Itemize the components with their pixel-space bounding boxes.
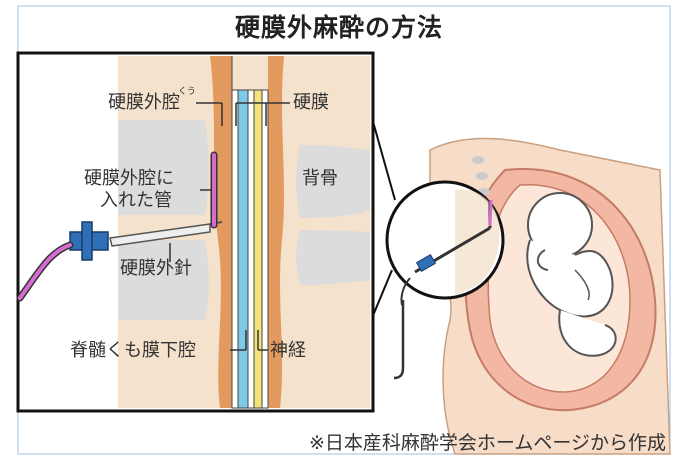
zoom-connector-top <box>371 117 396 201</box>
fetus <box>526 192 617 357</box>
epidural-needle <box>69 221 223 261</box>
label-catheter-line2: 入れた管 <box>100 190 172 211</box>
diagram-title: 硬膜外麻酔の方法 <box>234 13 443 42</box>
label-spine: 背骨 <box>302 168 338 189</box>
pregnant-body <box>429 137 671 455</box>
detail-box <box>16 51 375 413</box>
label-nerve: 神経 <box>270 340 306 361</box>
label-epidural-space: 硬膜外腔 <box>108 92 180 113</box>
catheter-external <box>393 300 405 380</box>
source-footnote: ※日本産科麻酔学会ホームページから作成 <box>309 432 666 454</box>
label-catheter-line1: 硬膜外腔に <box>84 168 174 189</box>
epidural-catheter <box>18 153 216 300</box>
zoom-circle <box>385 180 505 306</box>
label-dura: 硬膜 <box>293 92 329 113</box>
ruby-kuu: くう <box>178 87 196 97</box>
label-subarachnoid: 脊髄くも膜下腔 <box>70 340 196 361</box>
label-needle: 硬膜外針 <box>120 258 192 279</box>
zoom-connector-bottom <box>371 269 393 319</box>
